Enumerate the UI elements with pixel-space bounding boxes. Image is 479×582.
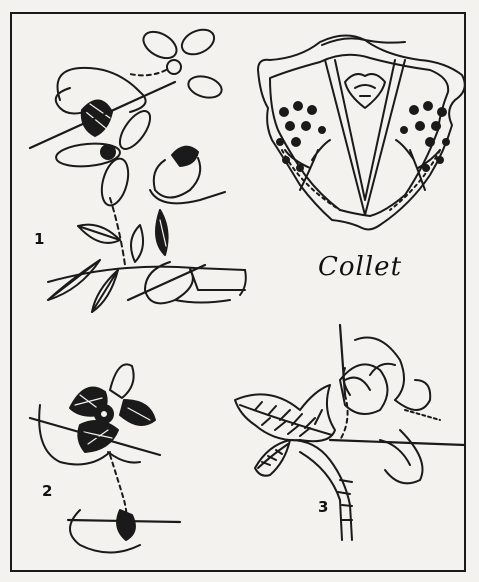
figure-3-label: 3 <box>318 498 328 516</box>
collet-caption: Collet <box>318 252 402 282</box>
collet-spray-left <box>277 102 330 190</box>
collet-spray-right <box>396 102 449 190</box>
figure-2-label: 2 <box>42 482 52 500</box>
figure-1-label: 1 <box>34 230 44 248</box>
figure-1-flower <box>30 25 225 208</box>
collet-illustration <box>258 35 465 229</box>
figure-2-flower <box>30 364 180 552</box>
figure-1-leaves <box>48 198 246 312</box>
figure-3-leaf <box>235 325 465 540</box>
